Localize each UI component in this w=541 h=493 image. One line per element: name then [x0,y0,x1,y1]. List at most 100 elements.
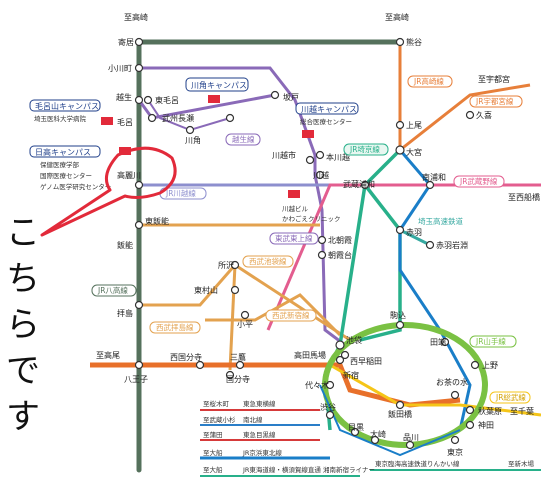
station-kawagoeshi: 川越市 [272,150,296,160]
svg-text:かわごえクリニック: かわごえクリニック [282,214,341,223]
station-takao: 至高尾 [96,350,120,360]
station-utsunomiya: 至宇都宮 [478,74,510,84]
station-kawagoe: 川越 [313,170,329,180]
ogose-line [147,99,231,132]
seibu-lines [139,223,351,371]
campus-moroyama: 毛呂山キャンパス 埼玉医科大学病院 [29,99,113,125]
station-ageo: 上尾 [406,121,422,130]
svg-text:毛呂山キャンパス: 毛呂山キャンパス [35,101,99,111]
tag-seibu-haijima: 西武拝島線 [149,321,201,334]
svg-text:川越キャンパス: 川越キャンパス [301,104,357,114]
station-mitaka: 三鷹 [230,352,246,362]
legend-line-3: JR京浜東北線 [242,448,282,457]
station-chiba: 至千葉 [510,406,534,416]
station-omiya: 大宮 [406,147,422,157]
station-higashi-hanno: 東飯能 [145,216,169,226]
svg-text:総合医療センター: 総合医療センター [300,117,352,126]
campus-kawagoe: 川越キャンパス 総合医療センター [295,102,359,138]
svg-text:西武拝島線: 西武拝島線 [156,322,194,332]
legend-lines [200,409,541,477]
station-higashimurayama: 東村山 [194,285,218,295]
callout-char-4: す [6,397,40,437]
station-akabane-iwabuchi: 赤羽岩淵 [436,240,468,250]
jr-takasaki-line [398,42,531,152]
rinkai-line-label: 東京臨海高速鉄道りんかい線 [375,459,460,468]
jr-saikyo-line [323,148,402,431]
station-akabane: 赤羽 [406,228,422,237]
svg-text:越生線: 越生線 [232,134,255,144]
tag-jr-hachiko: JR八高線 [91,284,137,297]
saitama-kosoku-line [399,228,431,247]
station-bushu-nagase: 武州長瀬 [162,113,194,123]
station-nodes [134,37,480,450]
campus-kawagoe-bldg: 川越ビル かわごえクリニック [282,190,341,223]
station-higashimoro: 東毛呂 [155,95,179,105]
station-nishikokubunji: 西国分寺 [170,353,202,362]
svg-text:JR埼京線: JR埼京線 [349,144,380,154]
station-yorii: 寄居 [118,37,134,47]
station-kitaasaka: 北朝霞 [328,236,352,245]
station-hanno: 飯能 [117,240,133,250]
station-shinagawa: 品川 [403,433,419,442]
station-koshigaya: 越生 [116,92,132,102]
callout [40,146,177,237]
svg-text:西武新宿線: 西武新宿線 [272,310,310,320]
tag-saitama-kosoku: 埼玉高速鉄道 [418,216,463,226]
station-nishi-waseda: 西早稲田 [350,356,382,366]
jr-yamanote-loop [322,322,488,448]
svg-text:埼玉医科大学病院: 埼玉医科大学病院 [34,114,87,123]
station-takadanobaba: 高田馬場 [294,350,326,360]
legend-from-1: 至武蔵小杉 [203,415,236,424]
campus-kawakado: 川角キャンパス [185,77,249,103]
legend-from-3: 至大船 [203,448,223,457]
svg-text:西武池袋線: 西武池袋線 [249,256,287,266]
legend: 至桜木町 東急東横線 至武蔵小杉 南北線 至蒲田 東急目黒線 至大船 JR京浜東… [203,399,535,474]
legend-from-0: 至桜木町 [203,399,230,408]
legend-from-2: 至蒲田 [203,430,223,439]
hachiko-path [136,39,403,473]
svg-text:JR高崎線: JR高崎線 [413,76,444,86]
station-ikebukuro: 池袋 [346,335,362,345]
station-asakadai: 朝霞台 [328,250,352,260]
campus-marker [208,95,220,103]
station-komagawa: 高麗川 [117,170,141,180]
station-kuki: 久喜 [476,110,492,120]
campus-hidaka: 日高キャンパス 保健医療学部 国際医療センター ゲノム医学研究センター [29,145,131,191]
tag-jr-utsunomiya: JR宇都宮線 [469,95,523,108]
svg-text:JR武蔵野線: JR武蔵野線 [459,176,498,186]
svg-text:JR川越線: JR川越線 [165,188,196,198]
callout-bubble [40,146,177,237]
svg-text:東武東上線: 東武東上線 [275,233,313,243]
svg-text:埼玉高速鉄道: 埼玉高速鉄道 [418,216,463,226]
station-akihabara: 秋葉原 [478,406,502,416]
station-tabata: 田端 [430,337,446,347]
station-kanda: 神田 [478,420,494,430]
station-kodaira: 小平 [237,320,253,329]
callout-char-2: ら [6,305,40,345]
station-labels: 至高崎 至高崎 寄居 熊谷 小川町 坂戸 上尾 久喜 至宇都宮 越生 東毛呂 武… [96,12,540,457]
station-moro: 毛呂 [117,117,133,127]
station-shibuya: 渋谷 [320,402,336,412]
jr-sobu-line [329,363,541,417]
station-tokyo: 東京 [447,447,463,457]
legend-line-2: 東急目黒線 [243,430,276,439]
svg-text:川越ビル: 川越ビル [282,204,309,213]
tag-jr-musashino: JR武蔵野線 [453,175,505,188]
station-minami-urawa: 南浦和 [422,172,446,182]
station-takasaki-left: 至高崎 [124,12,148,22]
tag-jr-sobu: JR総武線 [489,391,531,404]
station-yoyogi: 代々木 [305,380,329,390]
jr-keihin-line [398,149,472,431]
svg-text:保健医療学部: 保健医療学部 [40,160,80,169]
keihin-lower [319,384,461,457]
station-honkawagoe: 本川越 [326,152,350,162]
campus-marker [101,117,113,125]
jr-chuo-line [90,362,461,408]
tag-seibu-shinjuku: 西武新宿線 [265,309,317,322]
station-musashi-urawa: 武蔵浦和 [343,179,375,189]
station-komagome: 駒込 [390,310,406,320]
svg-text:川角キャンパス: 川角キャンパス [191,80,247,90]
station-hachioji: 八王子 [124,375,148,384]
